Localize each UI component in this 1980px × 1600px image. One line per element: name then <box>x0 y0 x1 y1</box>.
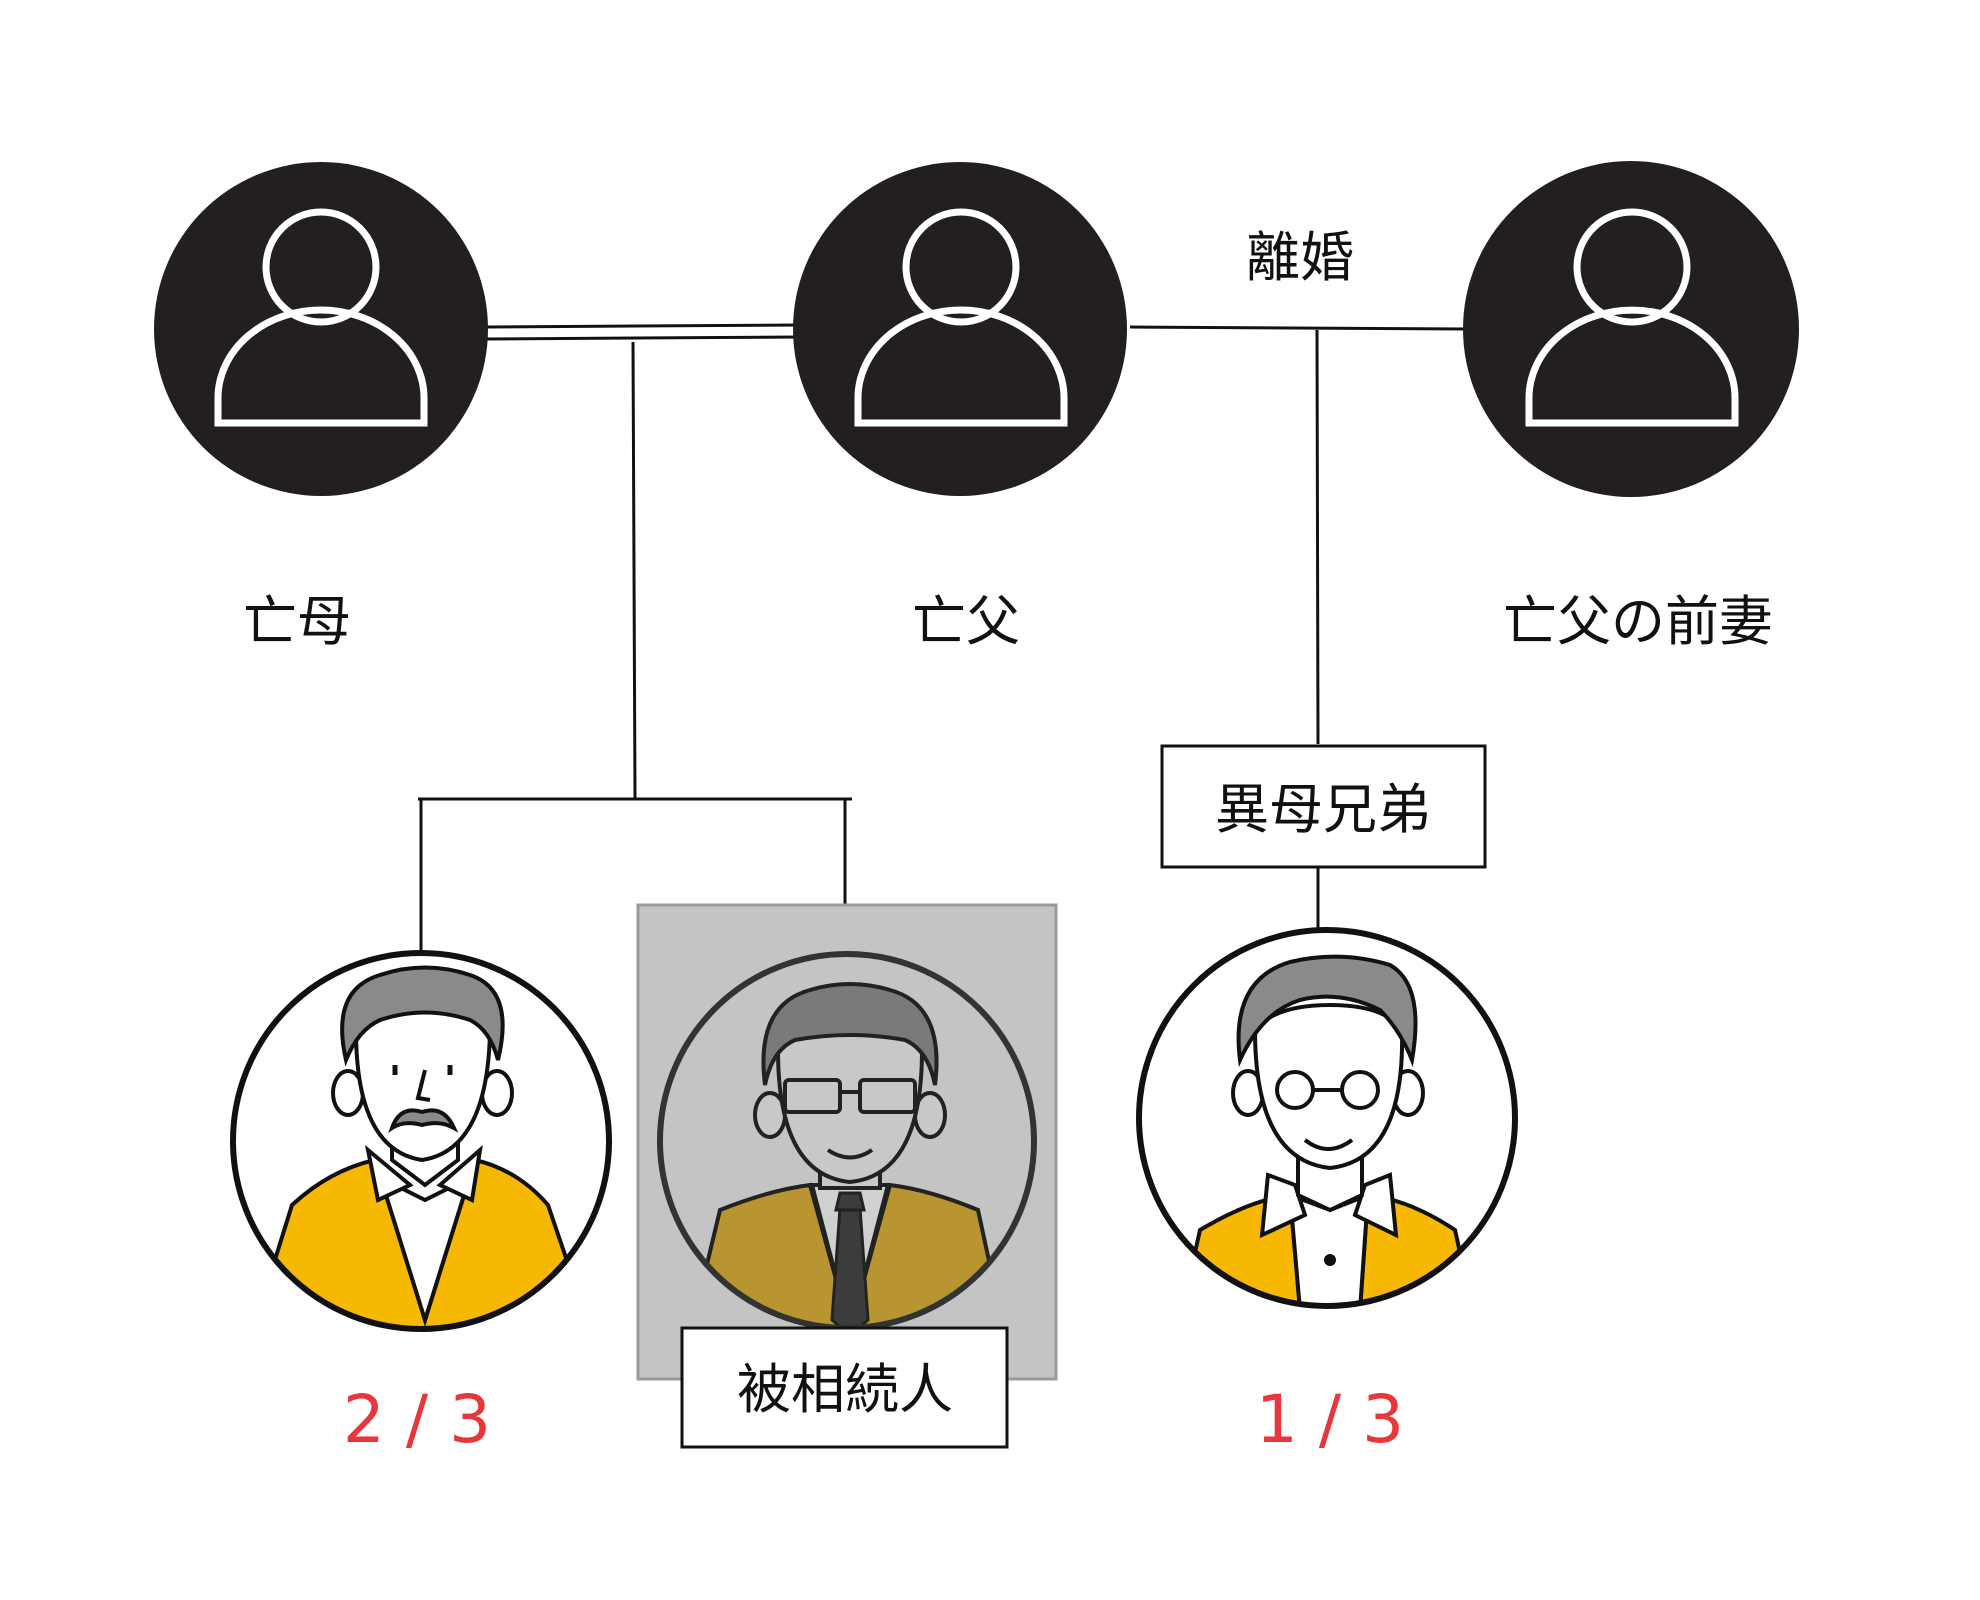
person-silhouette-icon <box>1525 208 1739 427</box>
connector-lines <box>418 323 1467 952</box>
descent-line-half <box>1315 329 1320 745</box>
half-sibling-tag: 異母兄弟 <box>1160 744 1487 869</box>
share-half-sibling: 1 / 3 <box>1256 1381 1404 1458</box>
marriage-line-top <box>485 323 799 329</box>
descent-line-parents <box>631 341 637 799</box>
half-sibling-tag-label: 異母兄弟 <box>1215 778 1431 841</box>
marriage-line-bottom <box>485 335 799 341</box>
elderly-man-mustache-icon <box>247 965 597 1329</box>
person-silhouette-icon <box>214 208 428 427</box>
share-full-sibling: 2 / 3 <box>343 1381 491 1458</box>
divorce-label: 離婚 <box>1246 226 1354 289</box>
label-father: 亡父 <box>912 590 1020 653</box>
elderly-man-glasses-tie-icon <box>687 982 1008 1328</box>
node-father <box>793 162 1127 496</box>
decedent-tag: 被相続人 <box>680 1326 1009 1449</box>
avatar-half-sibling <box>1136 927 1518 1309</box>
node-mother <box>154 162 488 496</box>
label-mother: 亡母 <box>243 590 351 653</box>
decedent-tag-label: 被相続人 <box>737 1358 953 1421</box>
divorce-line <box>1129 325 1467 331</box>
label-ex-wife: 亡父の前妻 <box>1503 590 1773 653</box>
avatar-full-sibling <box>230 950 612 1332</box>
person-silhouette-icon <box>854 208 1068 427</box>
node-ex-wife <box>1463 161 1799 497</box>
avatar-decedent <box>657 951 1037 1331</box>
